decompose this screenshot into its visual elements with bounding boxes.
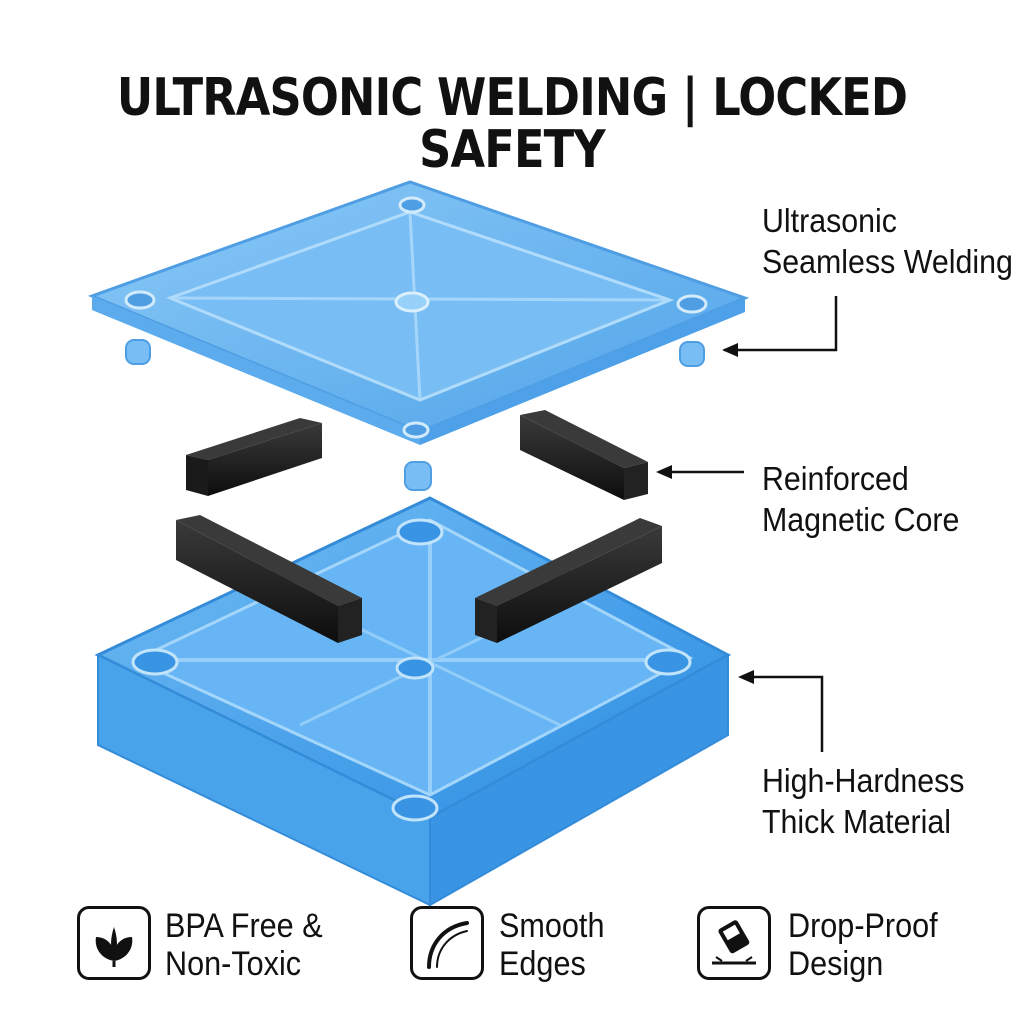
feature-smooth-edges-line2: Edges xyxy=(499,945,586,983)
drop-proof-icon xyxy=(697,906,771,980)
callout-material-line1: High-Hardness xyxy=(762,762,965,799)
callout-welding-line2: Seamless Welding xyxy=(762,243,1013,280)
callout-material-line2: Thick Material xyxy=(762,803,951,840)
callout-leader-core xyxy=(656,465,744,479)
callout-leader-material xyxy=(738,670,824,752)
feature-drop-proof: Drop-Proof Design xyxy=(788,907,938,983)
feature-smooth-edges-line1: Smooth xyxy=(499,907,605,945)
feature-drop-proof-line1: Drop-Proof xyxy=(788,907,938,945)
magnet-bar-lower-right xyxy=(475,518,662,643)
smooth-curve-icon xyxy=(410,906,484,980)
callout-material: High-Hardness Thick Material xyxy=(762,760,964,842)
feature-bpa-free: BPA Free & Non-Toxic xyxy=(165,907,323,983)
callout-core: Reinforced Magnetic Core xyxy=(762,458,959,540)
callout-leader-welding xyxy=(722,296,838,357)
leaf-icon xyxy=(77,906,151,980)
feature-smooth-edges: Smooth Edges xyxy=(499,907,604,983)
callout-welding-line1: Ultrasonic xyxy=(762,202,897,239)
callout-core-line1: Reinforced xyxy=(762,460,909,497)
callout-welding: Ultrasonic Seamless Welding xyxy=(762,200,1013,282)
top-tile xyxy=(87,180,750,491)
page-title: ULTRASONIC WELDING | LOCKED SAFETY xyxy=(116,68,908,180)
feature-drop-proof-line2: Design xyxy=(788,945,884,983)
magnet-bar-upper-right xyxy=(520,410,648,500)
feature-bpa-free-line1: BPA Free & xyxy=(165,907,323,945)
magnet-bar-upper-left xyxy=(186,418,322,496)
feature-bpa-free-line2: Non-Toxic xyxy=(165,945,302,983)
magnet-bar-lower-left xyxy=(176,515,362,643)
callout-core-line2: Magnetic Core xyxy=(762,501,960,538)
